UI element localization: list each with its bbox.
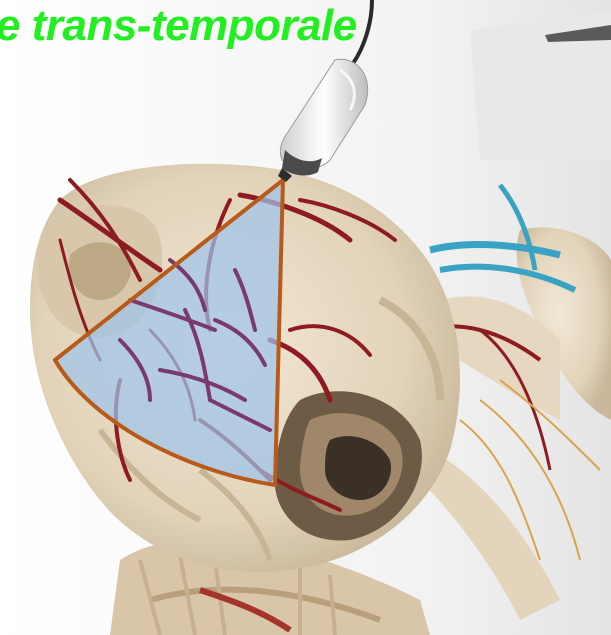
page-title: e trans-temporale <box>0 4 357 48</box>
